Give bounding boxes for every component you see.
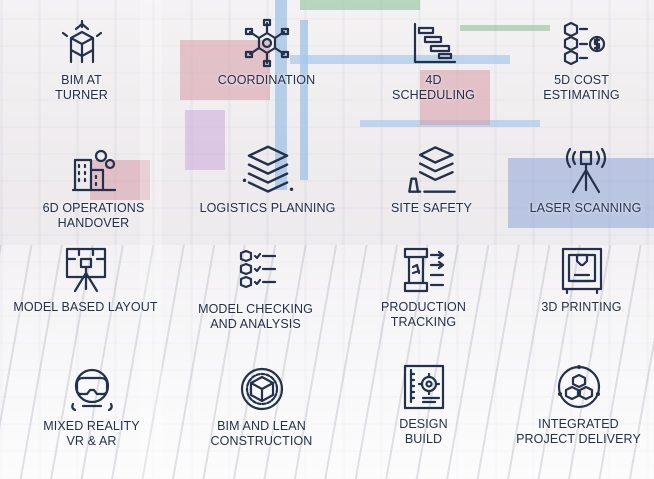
- tile-label: LASER SCANNING: [529, 201, 642, 215]
- layered-site-icon: [242, 145, 293, 193]
- background-tray: [300, 0, 420, 10]
- gantt-chart-icon: [413, 22, 456, 64]
- tile-model-based-layout: MODEL BASED LAYOUT: [4, 245, 167, 315]
- background-duct: [420, 70, 490, 125]
- design-ruler-gear-icon: [403, 364, 444, 410]
- lean-cube-icon: [240, 367, 283, 411]
- ipd-cubes-icon: [557, 365, 600, 409]
- background-wall: [185, 110, 225, 170]
- background-tray: [460, 25, 550, 31]
- cost-cubes-icon: [563, 21, 605, 66]
- background-column: [140, 0, 162, 479]
- background-floor: [0, 245, 654, 479]
- building-gears-icon: [71, 149, 116, 192]
- laser-scanner-icon: [565, 147, 606, 194]
- background-pipe: [290, 55, 510, 64]
- background-pipe: [300, 20, 308, 180]
- background-pipe: [275, 0, 287, 190]
- background-wall: [508, 158, 654, 228]
- vr-headset-icon: [70, 368, 113, 412]
- safety-layers-icon: [407, 146, 456, 193]
- network-hexagon-icon: [244, 18, 289, 68]
- tile-label: COORDINATION: [217, 73, 316, 87]
- 3d-printer-icon: [561, 247, 602, 295]
- tile-label: SITE SAFETY: [391, 201, 472, 215]
- checklist-cubes-icon: [239, 249, 276, 289]
- cube-stack-icon: [61, 19, 102, 64]
- tile-laser-scanning: LASER SCANNING: [504, 146, 654, 216]
- tile-coordination: COORDINATION: [185, 18, 348, 88]
- production-frame-icon: [403, 247, 444, 293]
- layout-tripod-icon: [65, 247, 106, 293]
- tile-label: MODEL BASED LAYOUT: [13, 300, 158, 314]
- tile-label: LOGISTICS PLANNING: [199, 201, 336, 215]
- tile-label: 3D PRINTING: [541, 300, 622, 314]
- tile-site-safety: SITE SAFETY: [350, 142, 513, 216]
- tile-3d-printing: 3D PRINTING: [500, 245, 654, 315]
- background-duct: [90, 160, 150, 200]
- tile-logistics-planning: LOGISTICS PLANNING: [186, 140, 349, 216]
